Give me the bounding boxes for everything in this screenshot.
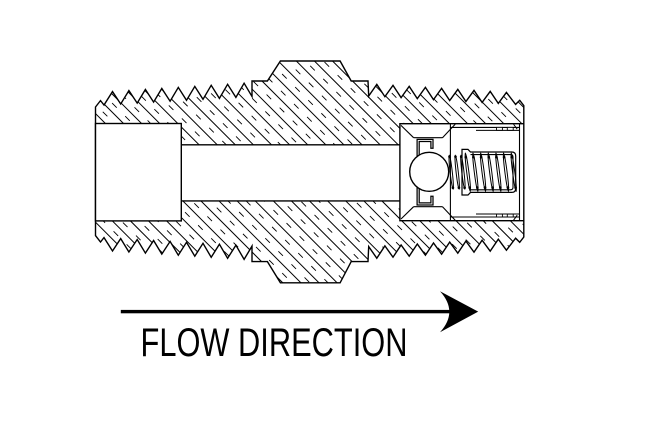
svg-text:FLOW DIRECTION: FLOW DIRECTION: [141, 321, 408, 365]
